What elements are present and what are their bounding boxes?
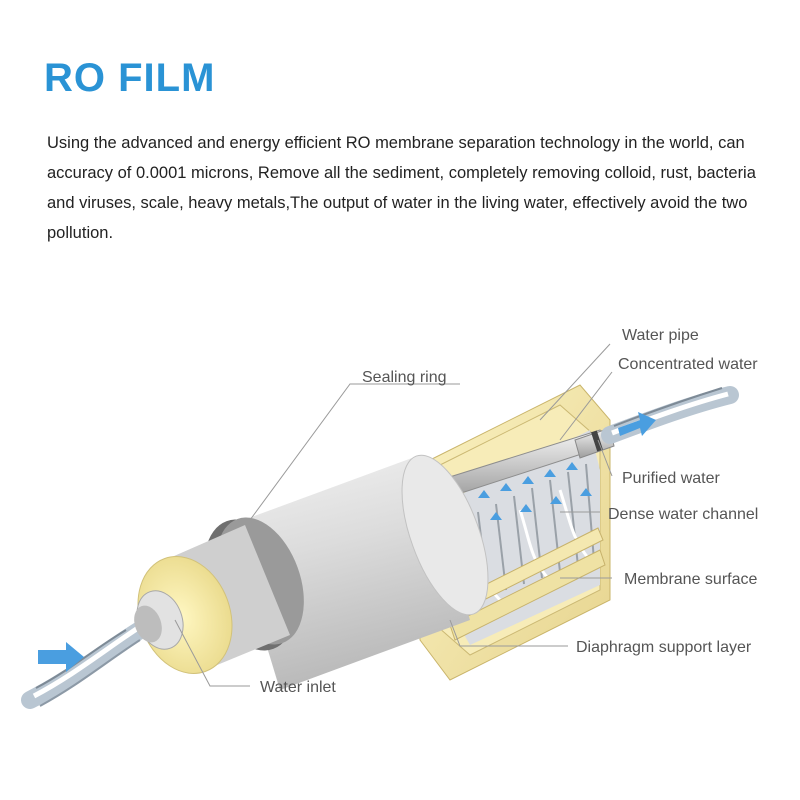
description-text: Using the advanced and energy efficient …	[47, 134, 756, 242]
label-diaphragm-support-layer: Diaphragm support layer	[576, 639, 752, 656]
inlet-arrow-icon	[38, 642, 84, 672]
label-purified-water: Purified water	[622, 470, 720, 487]
label-water-pipe: Water pipe	[622, 327, 699, 344]
label-sealing-ring: Sealing ring	[362, 369, 447, 386]
label-dense-water-channel: Dense water channel	[608, 506, 758, 523]
inlet-water-stream	[21, 621, 149, 709]
outlet-arrow-icon	[618, 412, 656, 436]
label-membrane-surface: Membrane surface	[624, 571, 757, 588]
page-title: RO FILM	[44, 56, 216, 100]
end-cap	[134, 525, 290, 674]
leader-lines	[174, 343, 613, 687]
label-concentrated-water: Concentrated water	[618, 356, 758, 373]
label-water-inlet: Water inlet	[260, 679, 336, 696]
